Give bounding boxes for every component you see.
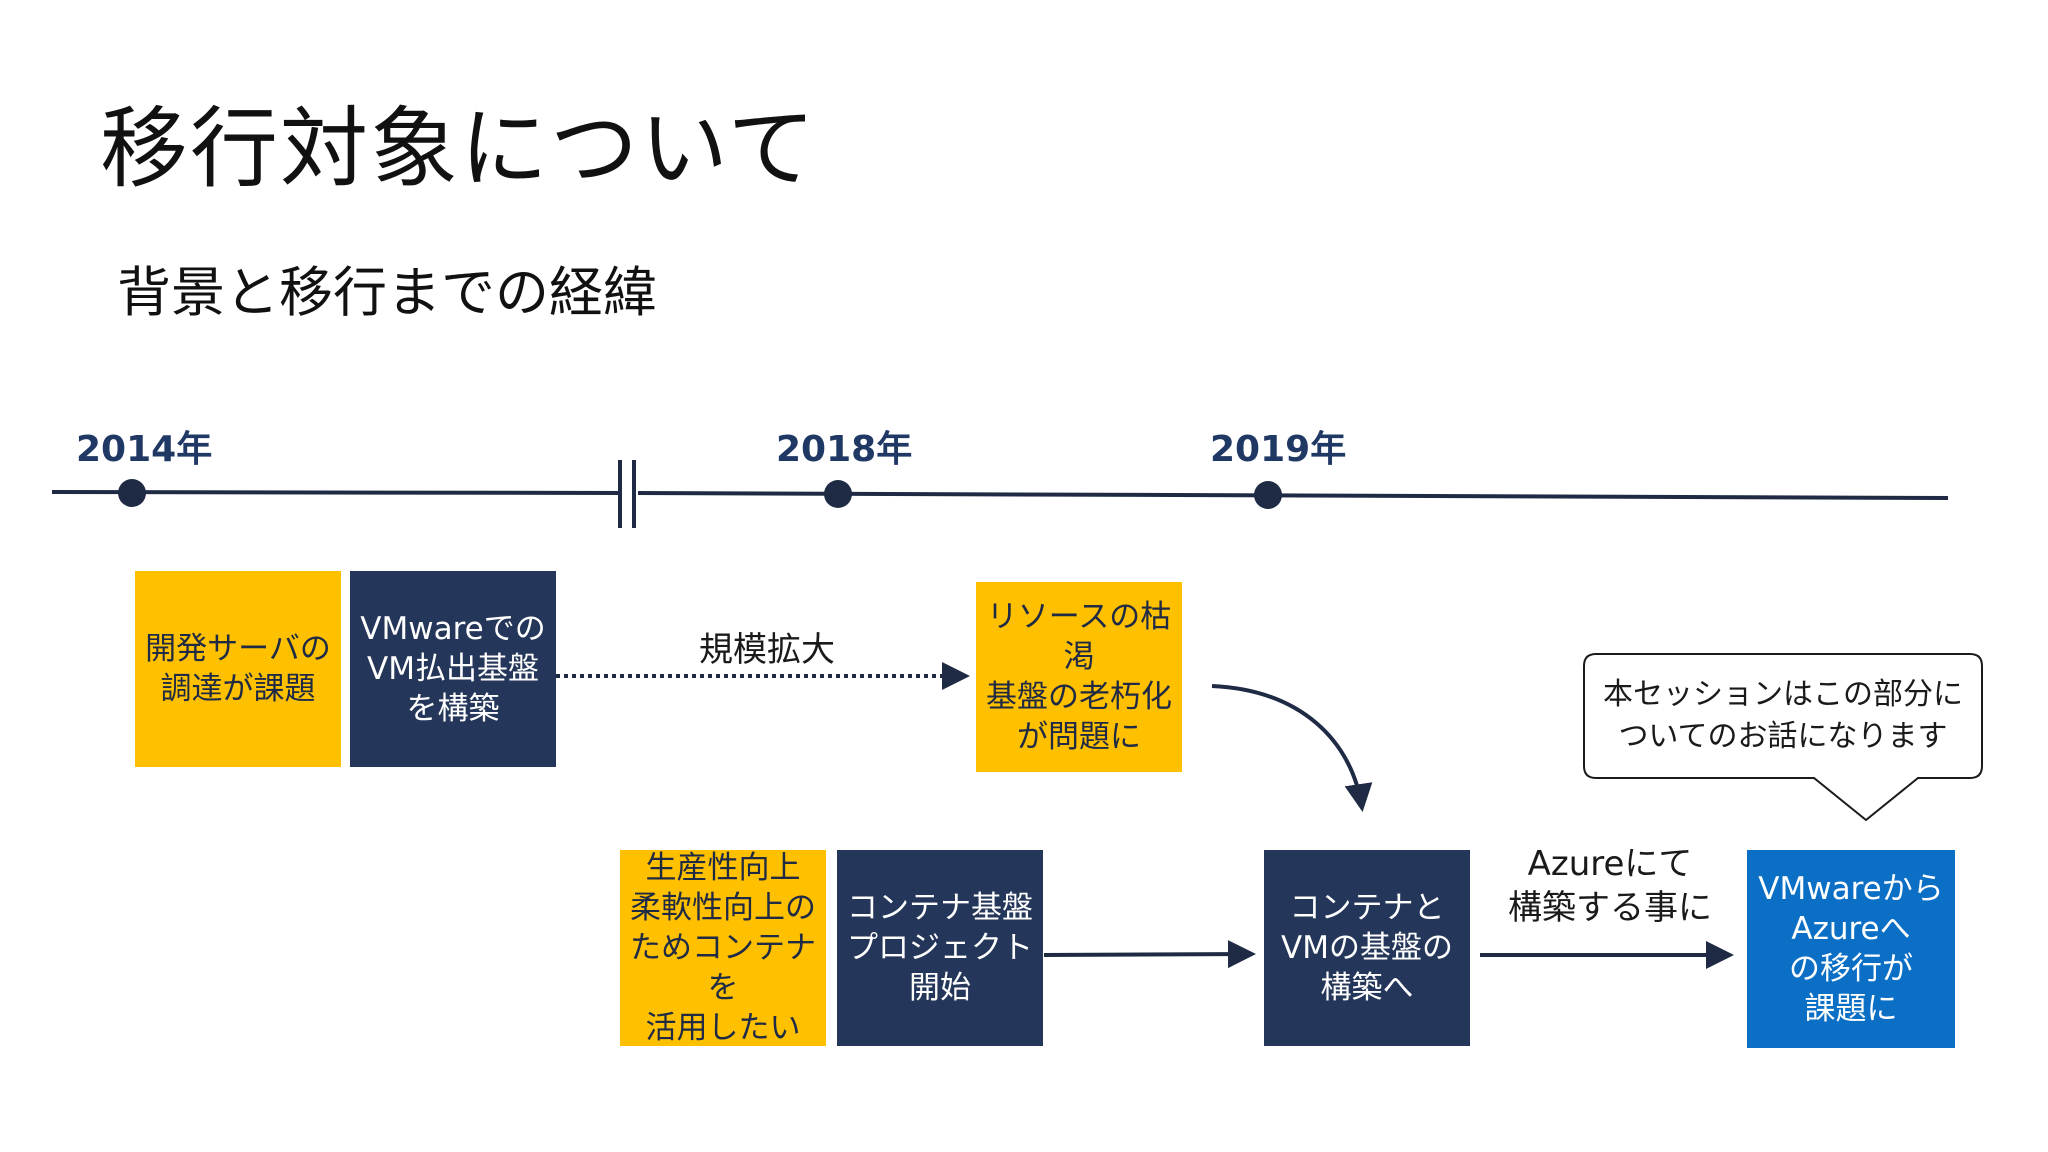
year-label-2018: 2018年	[776, 429, 913, 470]
page-title: 移行対象について	[100, 97, 818, 200]
box-vmware-platform: VMwareでの VM払出基盤 を構築	[350, 571, 556, 767]
callout-text: 本セッションはこの部分に ついてのお話になります	[1603, 677, 1963, 754]
label-scale-expansion: 規模拡大	[699, 630, 835, 670]
timeline	[51, 460, 1949, 528]
timeline-line-left	[51, 490, 623, 495]
label-build-on-azure: Azureにて 構築する事に	[1508, 844, 1712, 928]
speech-bubble	[1583, 653, 1983, 822]
box-container-project: コンテナ基盤 プロジェクト 開始	[837, 850, 1043, 1046]
year-label-2019: 2019年	[1210, 429, 1347, 470]
timeline-break-icon	[618, 460, 636, 528]
timeline-marker-2014	[118, 479, 146, 507]
timeline-line-right	[637, 491, 1949, 500]
box-productivity: 生産性向上 柔軟性向上の ためコンテナを 活用したい	[620, 850, 826, 1046]
year-label-2014: 2014年	[76, 429, 213, 470]
box-migration-issue: VMwareから Azureへ の移行が 課題に	[1747, 850, 1955, 1048]
box-container-vm-platform: コンテナと VMの基盤の 構築へ	[1264, 850, 1470, 1046]
timeline-marker-2018	[824, 480, 852, 508]
page-subtitle: 背景と移行までの経緯	[117, 261, 657, 324]
box-resource-depletion: リソースの枯渇 基盤の老朽化 が問題に	[976, 582, 1182, 772]
timeline-marker-2019	[1254, 481, 1282, 509]
project-to-platform-arrow	[1043, 940, 1256, 969]
box-dev-server-issue: 開発サーバの 調達が課題	[135, 571, 341, 767]
curved-arrow	[1211, 684, 1373, 812]
